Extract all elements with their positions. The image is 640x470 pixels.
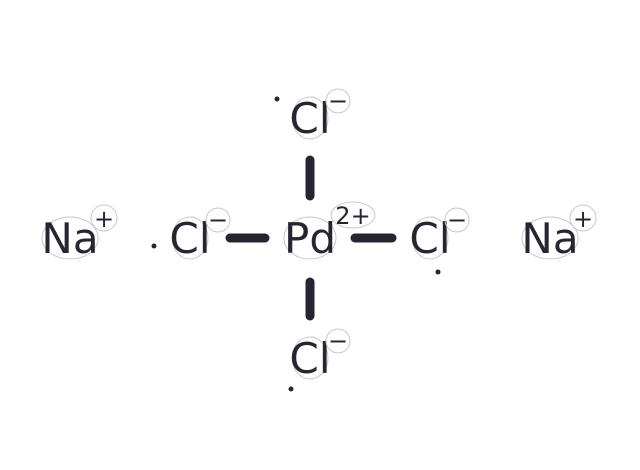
charge-highlight-ring — [444, 207, 470, 233]
charge-highlight-ring — [90, 204, 118, 232]
atom-highlight-ring — [291, 96, 329, 140]
charge-highlight-ring — [325, 88, 351, 114]
dot-marker-right — [435, 269, 441, 275]
atom-symbol: Cl — [290, 334, 331, 383]
atom-highlight-ring — [171, 216, 209, 260]
atom-symbol: Na — [41, 214, 98, 263]
dot-marker-left — [151, 243, 157, 249]
atom-pd-center: Pd 2+ — [283, 201, 376, 263]
atom-na-right: Na + — [521, 204, 597, 263]
atom-cl-top: Cl − — [290, 87, 351, 143]
atom-symbol: Pd — [284, 214, 336, 263]
atom-highlight-ring — [283, 216, 337, 260]
charge-label: − — [328, 327, 348, 355]
charge-label: − — [447, 206, 467, 234]
charge-label: 2+ — [335, 202, 370, 230]
dot-marker-top — [274, 96, 280, 102]
atom-na-left: Na + — [41, 204, 118, 263]
charge-highlight-ring — [325, 328, 351, 354]
atom-highlight-ring — [521, 216, 579, 260]
charge-highlight-ring — [569, 204, 597, 232]
charge-highlight-ring — [205, 207, 231, 233]
charge-label: + — [94, 205, 114, 233]
atom-highlight-ring — [41, 216, 99, 260]
charge-label: − — [208, 206, 228, 234]
atom-symbol: Cl — [170, 214, 211, 263]
atom-symbol: Cl — [410, 214, 451, 263]
atom-highlight-ring — [411, 216, 449, 260]
atom-cl-right: Cl − — [410, 206, 470, 263]
dot-marker-bottom — [288, 386, 294, 392]
atom-symbol: Cl — [290, 94, 331, 143]
charge-highlight-ring — [330, 201, 376, 229]
atom-cl-left: Cl − — [170, 206, 231, 263]
atom-cl-bottom: Cl − — [290, 327, 351, 383]
atom-symbol: Na — [521, 214, 578, 263]
charge-label: + — [573, 205, 593, 233]
charge-label: − — [328, 87, 348, 115]
atom-highlight-ring — [291, 336, 329, 380]
